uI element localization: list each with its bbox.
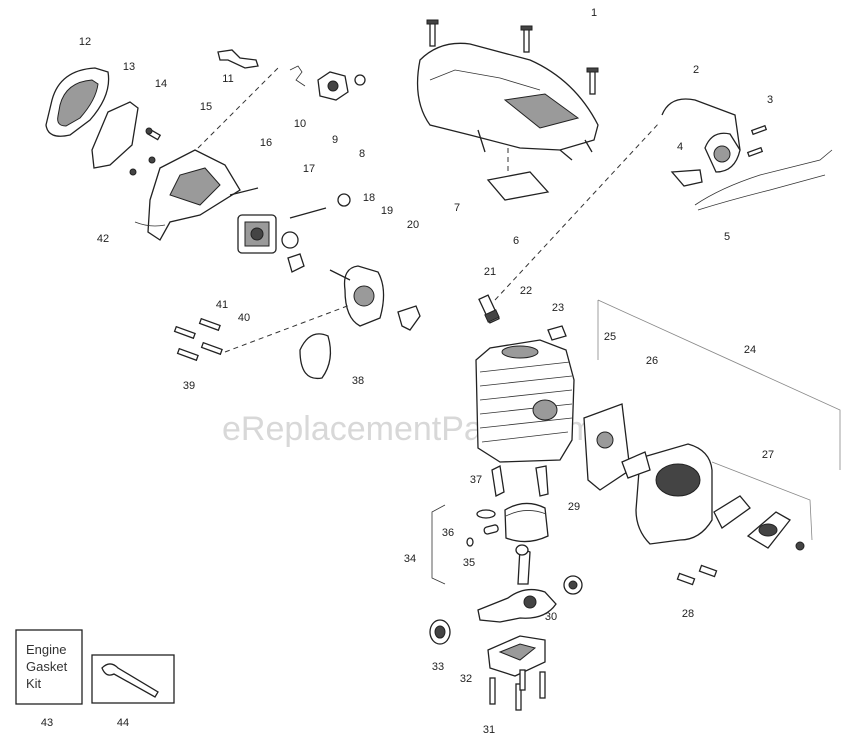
leader-dash-3 bbox=[494, 121, 661, 301]
callout-9: 9 bbox=[332, 134, 338, 146]
callout-33: 33 bbox=[432, 661, 444, 673]
callout-26: 26 bbox=[646, 355, 658, 367]
part-36-ring bbox=[476, 509, 496, 519]
part-31-screws bbox=[489, 669, 546, 711]
part-37-gasket bbox=[491, 465, 549, 497]
part-12-filter-cover bbox=[45, 67, 110, 137]
part-27-screen bbox=[713, 495, 751, 529]
part-pin bbox=[483, 524, 499, 535]
callout-11: 11 bbox=[222, 73, 233, 85]
part-8-knob bbox=[354, 74, 366, 86]
part-33-bearing bbox=[429, 619, 451, 645]
callout-41: 41 bbox=[216, 299, 228, 311]
callout-13: 13 bbox=[123, 61, 135, 73]
callout-2: 2 bbox=[693, 64, 699, 76]
callout-19: 19 bbox=[381, 205, 393, 217]
part-18-fitting bbox=[337, 193, 351, 207]
callout-12: 12 bbox=[79, 36, 91, 48]
callout-3: 3 bbox=[767, 94, 773, 106]
part-30-crankshaft bbox=[477, 544, 557, 623]
kit-label-line-1: Engine bbox=[26, 642, 66, 657]
part-piston bbox=[504, 502, 549, 543]
part-26-muffler bbox=[621, 443, 713, 545]
callout-8: 8 bbox=[359, 148, 365, 160]
leader-dash-4 bbox=[224, 304, 351, 353]
callout-1: 1 bbox=[591, 7, 597, 19]
part-1-screws bbox=[426, 19, 599, 95]
part-39-screws bbox=[173, 317, 223, 362]
part-28-screws bbox=[676, 564, 718, 586]
part-3-module bbox=[704, 124, 768, 173]
part-9-switch bbox=[317, 71, 349, 101]
part-14-screw bbox=[145, 127, 162, 141]
callout-25: 25 bbox=[604, 331, 616, 343]
part-27-cap bbox=[746, 511, 791, 549]
part-43-kit-box bbox=[15, 629, 83, 705]
bracket-34 bbox=[431, 504, 446, 585]
callout-7: 7 bbox=[454, 202, 460, 214]
part-nut-small bbox=[148, 156, 156, 164]
callout-44: 44 bbox=[117, 717, 129, 729]
part-16-carburetor bbox=[237, 214, 299, 254]
callout-38: 38 bbox=[352, 375, 364, 387]
part-21-spark-plug bbox=[478, 294, 500, 324]
callout-6: 6 bbox=[513, 235, 519, 247]
callout-43: 43 bbox=[41, 717, 53, 729]
callout-40: 40 bbox=[238, 312, 250, 324]
bracket-27 bbox=[711, 461, 813, 541]
kit-label-line-3: Kit bbox=[26, 676, 42, 691]
kit-label-line-2: Gasket bbox=[26, 659, 68, 674]
callout-35: 35 bbox=[463, 557, 475, 569]
leader-dash-1 bbox=[197, 67, 279, 149]
part-38-gasket bbox=[299, 333, 332, 380]
part-23-clip bbox=[547, 325, 567, 341]
callout-22: 22 bbox=[520, 285, 532, 297]
callout-10: 10 bbox=[294, 118, 306, 130]
callout-42: 42 bbox=[97, 233, 109, 245]
callout-23: 23 bbox=[552, 302, 564, 314]
callout-24: 24 bbox=[744, 344, 756, 356]
part-20-grommet bbox=[397, 305, 421, 331]
part-17-rod bbox=[289, 207, 327, 219]
part-10-link bbox=[289, 65, 306, 87]
callout-31: 31 bbox=[483, 724, 495, 736]
part-7-top-cover bbox=[416, 42, 599, 161]
callout-29: 29 bbox=[568, 501, 580, 513]
part-6-pad bbox=[486, 171, 550, 201]
callout-39: 39 bbox=[183, 380, 195, 392]
callout-36: 36 bbox=[442, 527, 454, 539]
part-35-clip bbox=[466, 537, 474, 547]
part-bearing-right bbox=[563, 575, 583, 595]
part-15-carb-housing bbox=[134, 149, 259, 241]
callout-16: 16 bbox=[260, 137, 272, 149]
part-22-cylinder bbox=[475, 339, 575, 463]
callout-32: 32 bbox=[460, 673, 472, 685]
callout-labels: 1234567891011121314151617181920212223242… bbox=[41, 7, 774, 736]
part-4-bracket bbox=[670, 169, 703, 187]
part-5-wires bbox=[694, 149, 833, 211]
callout-21: 21 bbox=[484, 266, 496, 278]
callout-27: 27 bbox=[762, 449, 774, 461]
part-13-air-filter bbox=[91, 101, 139, 169]
callout-18: 18 bbox=[363, 192, 375, 204]
part-42-nut bbox=[129, 168, 137, 176]
part-32-crankcase bbox=[487, 635, 546, 677]
callout-15: 15 bbox=[200, 101, 212, 113]
callout-28: 28 bbox=[682, 608, 694, 620]
callout-17: 17 bbox=[303, 163, 315, 175]
part-44-tool-box bbox=[91, 654, 175, 704]
callout-5: 5 bbox=[724, 231, 730, 243]
part-19-intake bbox=[329, 265, 385, 327]
part-40-gasket bbox=[287, 253, 305, 273]
part-nut-muffler bbox=[795, 541, 805, 551]
part-11-lever bbox=[217, 49, 259, 69]
callout-4: 4 bbox=[677, 141, 683, 153]
bracket-24 bbox=[597, 299, 841, 470]
callout-14: 14 bbox=[155, 78, 167, 90]
callout-30: 30 bbox=[545, 611, 557, 623]
callout-34: 34 bbox=[404, 553, 416, 565]
callout-20: 20 bbox=[407, 219, 419, 231]
callout-37: 37 bbox=[470, 474, 482, 486]
